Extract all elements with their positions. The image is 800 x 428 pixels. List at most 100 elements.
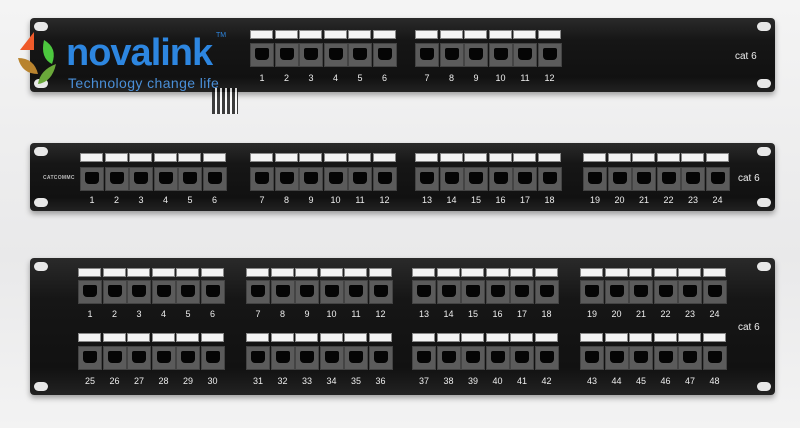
rj45-port[interactable] — [604, 346, 629, 370]
rj45-port[interactable] — [274, 43, 299, 67]
rj45-port[interactable] — [274, 167, 299, 191]
rj45-port[interactable] — [653, 280, 678, 304]
rj45-port[interactable] — [151, 280, 176, 304]
rj45-port[interactable] — [488, 43, 513, 67]
port-label-strip — [250, 30, 273, 39]
port-label-strip — [348, 153, 371, 162]
rj45-port[interactable] — [534, 280, 559, 304]
rj45-port[interactable] — [344, 280, 368, 304]
rj45-port[interactable] — [200, 280, 225, 304]
rj45-port[interactable] — [510, 280, 534, 304]
rj45-port[interactable] — [464, 167, 488, 191]
rj45-port[interactable] — [299, 43, 323, 67]
rj45-port[interactable] — [537, 43, 562, 67]
port-number: 38 — [443, 376, 454, 386]
rj45-port[interactable] — [250, 43, 274, 67]
rj45-port[interactable] — [295, 280, 319, 304]
rj45-port[interactable] — [412, 346, 436, 370]
rj45-port[interactable] — [127, 346, 151, 370]
rj45-port[interactable] — [200, 346, 225, 370]
rj45-port[interactable] — [653, 346, 678, 370]
rj45-port[interactable] — [580, 346, 604, 370]
rj45-port[interactable] — [80, 167, 104, 191]
rj45-port[interactable] — [436, 346, 461, 370]
rj45-port[interactable] — [250, 167, 274, 191]
port-number: 8 — [448, 73, 454, 83]
rj45-port[interactable] — [323, 43, 348, 67]
rj45-port[interactable] — [583, 167, 607, 191]
rj45-port[interactable] — [78, 280, 102, 304]
rj45-port[interactable] — [436, 280, 461, 304]
rj45-port[interactable] — [678, 280, 702, 304]
rj45-port[interactable] — [102, 346, 127, 370]
rj45-port[interactable] — [372, 43, 397, 67]
mounting-hole — [757, 382, 771, 391]
port-label-strip — [270, 268, 294, 277]
port-number: 18 — [544, 195, 555, 205]
port-number: 10 — [326, 309, 337, 319]
rj45-port[interactable] — [153, 167, 178, 191]
port-label-strip — [104, 153, 128, 162]
rj45-port[interactable] — [348, 167, 372, 191]
rj45-port[interactable] — [607, 167, 632, 191]
rj45-port[interactable] — [461, 280, 485, 304]
rj45-port[interactable] — [102, 280, 127, 304]
rj45-port[interactable] — [104, 167, 129, 191]
rj45-port[interactable] — [485, 346, 510, 370]
rj45-port[interactable] — [629, 346, 653, 370]
rj45-port[interactable] — [348, 43, 372, 67]
rj45-port[interactable] — [151, 346, 176, 370]
rj45-port[interactable] — [176, 280, 200, 304]
rj45-port[interactable] — [323, 167, 348, 191]
mounting-hole — [757, 198, 771, 207]
rj45-port[interactable] — [461, 346, 485, 370]
rj45-port[interactable] — [439, 167, 464, 191]
rj45-port[interactable] — [439, 43, 464, 67]
brand-label: CATCOMMC — [43, 175, 75, 181]
rj45-port[interactable] — [537, 167, 562, 191]
rj45-port[interactable] — [510, 346, 534, 370]
rj45-port[interactable] — [604, 280, 629, 304]
rj45-port[interactable] — [629, 280, 653, 304]
rj45-port[interactable] — [513, 43, 537, 67]
rj45-port[interactable] — [270, 280, 295, 304]
rj45-port[interactable] — [178, 167, 202, 191]
rj45-port[interactable] — [127, 280, 151, 304]
port-label-strip — [583, 153, 606, 162]
port-number: 31 — [252, 376, 263, 386]
rj45-port[interactable] — [705, 167, 730, 191]
rj45-port[interactable] — [78, 346, 102, 370]
rj45-port[interactable] — [319, 346, 344, 370]
rj45-port[interactable] — [246, 280, 270, 304]
rj45-port[interactable] — [464, 43, 488, 67]
rj45-port[interactable] — [368, 280, 393, 304]
rj45-port[interactable] — [681, 167, 705, 191]
rj45-port[interactable] — [295, 346, 319, 370]
port-number: 5 — [185, 309, 191, 319]
logo-trademark: TM — [216, 32, 227, 39]
rj45-port[interactable] — [702, 346, 727, 370]
rj45-port[interactable] — [656, 167, 681, 191]
rj45-port[interactable] — [176, 346, 200, 370]
rj45-port[interactable] — [299, 167, 323, 191]
rj45-port[interactable] — [632, 167, 656, 191]
rj45-port[interactable] — [678, 346, 702, 370]
rj45-port[interactable] — [319, 280, 344, 304]
rj45-port[interactable] — [246, 346, 270, 370]
rj45-port[interactable] — [372, 167, 397, 191]
rj45-port[interactable] — [513, 167, 537, 191]
rj45-port[interactable] — [534, 346, 559, 370]
rj45-port[interactable] — [202, 167, 227, 191]
rj45-port[interactable] — [344, 346, 368, 370]
rj45-port[interactable] — [270, 346, 295, 370]
rj45-port[interactable] — [129, 167, 153, 191]
rj45-port[interactable] — [485, 280, 510, 304]
rj45-port[interactable] — [702, 280, 727, 304]
rj45-port[interactable] — [415, 43, 439, 67]
port-label-strip — [274, 153, 298, 162]
rj45-port[interactable] — [488, 167, 513, 191]
rj45-port[interactable] — [412, 280, 436, 304]
rj45-port[interactable] — [415, 167, 439, 191]
rj45-port[interactable] — [580, 280, 604, 304]
rj45-port[interactable] — [368, 346, 393, 370]
